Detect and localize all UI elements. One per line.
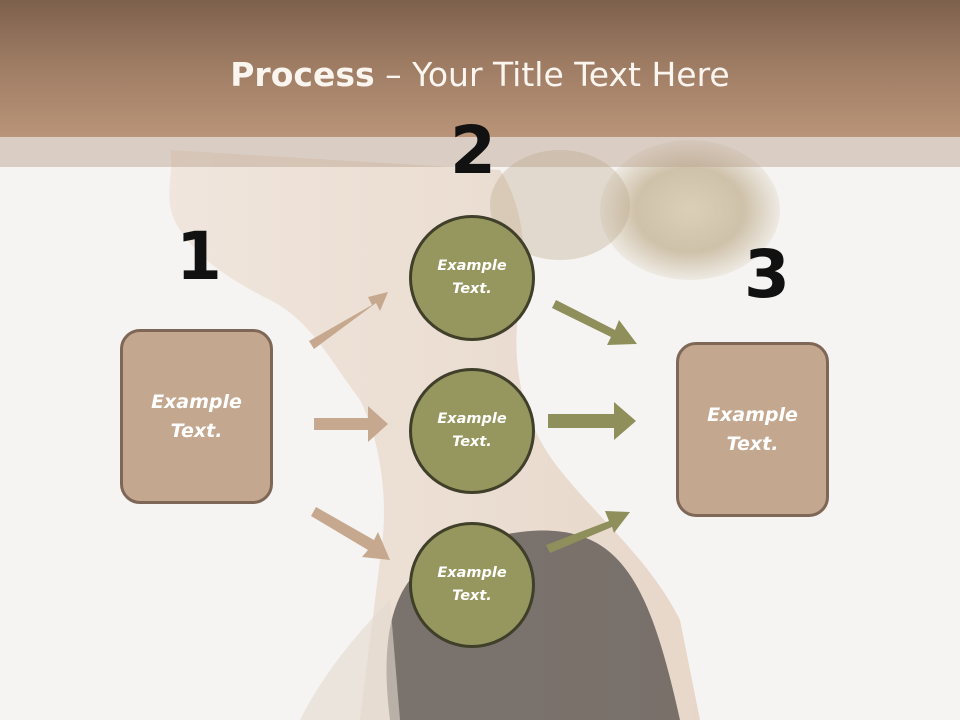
title-rest-part: – Your Title Text Here: [374, 55, 730, 94]
step-3-text: Example Text.: [707, 403, 798, 455]
step-2-circle-bottom[interactable]: Example Text.: [409, 522, 535, 648]
step-1-text: Example Text.: [151, 390, 242, 442]
circle-bottom-text: Example Text.: [437, 565, 507, 604]
step-number-1: 1: [176, 218, 222, 295]
slide-title: Process – Your Title Text Here: [0, 50, 960, 100]
arrow-left-down: [311, 507, 390, 560]
circle-middle-text: Example Text.: [437, 411, 507, 450]
arrow-left-middle: [314, 406, 388, 442]
arrow-right-down: [552, 300, 637, 345]
step-3-box[interactable]: Example Text.: [676, 342, 829, 517]
arrow-right-middle: [548, 402, 636, 440]
circle-top-text: Example Text.: [437, 258, 507, 297]
arrow-right-up: [546, 511, 630, 553]
step-2-circle-middle[interactable]: Example Text.: [409, 368, 535, 494]
arrow-left-up: [309, 292, 388, 349]
step-1-box[interactable]: Example Text.: [120, 329, 273, 504]
title-bold-part: Process: [230, 55, 375, 94]
step-number-3: 3: [744, 236, 790, 313]
step-2-circle-top[interactable]: Example Text.: [409, 215, 535, 341]
title-strip: [0, 137, 960, 167]
step-number-2: 2: [450, 112, 496, 189]
title-band: [0, 0, 960, 137]
